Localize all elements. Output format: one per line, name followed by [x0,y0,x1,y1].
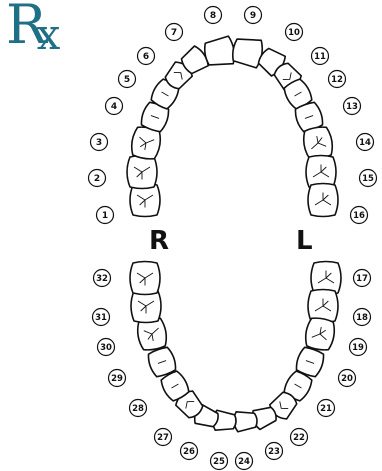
tooth-number: 26 [183,447,195,457]
tooth-number: 28 [132,404,144,414]
tooth-label-29[interactable]: 29 [109,370,126,387]
tooth-label-17[interactable]: 17 [354,270,371,287]
tooth-label-28[interactable]: 28 [130,400,147,417]
tooth-number: 7 [171,28,177,38]
tooth-16[interactable] [308,184,338,217]
tooth-outline [233,410,258,432]
tooth-number: 31 [95,313,107,323]
tooth-label-20[interactable]: 20 [339,370,356,387]
tooth-label-25[interactable]: 25 [211,453,228,470]
tooth-number: 13 [346,102,358,112]
tooth-number: 2 [94,174,100,184]
tooth-number: 9 [250,11,256,21]
tooth-label-18[interactable]: 18 [354,309,371,326]
tooth-number: 10 [288,28,300,38]
tooth-label-16[interactable]: 16 [351,207,368,224]
tooth-outline [203,36,236,69]
tooth-label-15[interactable]: 15 [360,170,377,187]
tooth-label-10[interactable]: 10 [286,24,303,41]
tooth-number: 3 [96,138,102,148]
tooth-number: 23 [268,447,280,457]
tooth-number: 12 [331,75,343,85]
tooth-label-23[interactable]: 23 [266,443,283,460]
tooth-label-24[interactable]: 24 [236,453,253,470]
tooth-label-5[interactable]: 5 [119,71,136,88]
tooth-number: 17 [356,274,368,284]
tooth-number: 5 [124,75,130,85]
tooth-label-2[interactable]: 2 [89,170,106,187]
tooth-label-22[interactable]: 22 [291,429,308,446]
tooth-label-6[interactable]: 6 [138,48,155,65]
tooth-label-11[interactable]: 11 [312,48,329,65]
tooth-label-31[interactable]: 31 [93,309,110,326]
tooth-24[interactable] [233,410,258,432]
tooth-number: 8 [210,11,216,21]
tooth-number: 11 [314,52,326,62]
tooth-label-27[interactable]: 27 [155,429,172,446]
tooth-label-12[interactable]: 12 [329,71,346,88]
tooth-number: 19 [352,343,364,353]
tooth-label-9[interactable]: 9 [245,7,262,24]
tooth-number: 21 [320,404,332,414]
tooth-number: 20 [341,374,353,384]
tooth-number: 18 [356,313,368,323]
tooth-number: 32 [96,274,108,284]
tooth-number: 6 [143,52,149,62]
tooth-32[interactable] [130,262,160,295]
tooth-number: 15 [362,174,374,184]
tooth-number: 25 [213,457,225,467]
tooth-label-26[interactable]: 26 [181,443,198,460]
tooth-label-7[interactable]: 7 [166,24,183,41]
tooth-2[interactable] [127,156,157,189]
tooth-number: 29 [111,374,123,384]
tooth-number: 4 [111,102,117,112]
tooth-8[interactable] [203,36,236,69]
tooth-number: 27 [157,433,169,443]
tooth-label-21[interactable]: 21 [318,400,335,417]
tooth-label-1[interactable]: 1 [97,207,114,224]
tooth-label-19[interactable]: 19 [350,339,367,356]
tooth-number: 30 [100,343,112,353]
tooth-number: 24 [238,457,250,467]
tooth-label-8[interactable]: 8 [205,7,222,24]
tooth-number: 22 [293,433,305,443]
tooth-19[interactable] [304,316,337,351]
tooth-label-32[interactable]: 32 [94,270,111,287]
tooth-label-3[interactable]: 3 [91,134,108,151]
tooth-number: 1 [102,211,108,221]
tooth-label-13[interactable]: 13 [344,98,361,115]
tooth-number: 16 [353,211,365,221]
tooth-label-30[interactable]: 30 [98,339,115,356]
tooth-label-4[interactable]: 4 [106,98,123,115]
tooth-label-14[interactable]: 14 [357,134,374,151]
tooth-number: 14 [359,138,371,148]
